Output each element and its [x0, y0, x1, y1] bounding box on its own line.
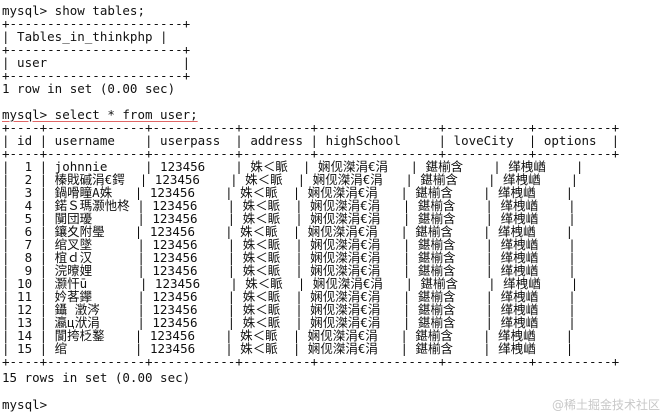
table-row: | 15 | 绾 | 123456 | 姝＜眽 | 娴伣滐涓€涓 | 鍖椾含 |…: [2, 341, 574, 356]
table-border: +----+-------------+-----------+--------…: [2, 120, 620, 135]
table-row: | 5 | 闃団瓇 | 123456 | 姝＜眽 | 娴伣滐涓€涓 | 鍖椾含 …: [2, 211, 576, 226]
table-row: | 4 | 鍩Ｓ瑪灏忚柊 | 123456 | 姝＜眽 | 娴伣滐涓€涓 | 鍖…: [2, 198, 576, 213]
watermark: @稀土掘金技术社区: [551, 398, 660, 412]
result-summary: 15 rows in set (0.00 sec): [2, 370, 191, 385]
table-row: | 11 | 妗茖鑻 | 123456 | 姝＜眽 | 娴伣滐涓€涓 | 鍖椾含…: [2, 289, 576, 304]
table-row: | 9 | 浣曢娌 | 123456 | 姝＜眽 | 娴伣滐涓€涓 | 鍖椾含 …: [2, 263, 576, 278]
result-summary: 1 row in set (0.00 sec): [2, 81, 176, 96]
table-border: +----+-------------+-----------+--------…: [2, 354, 620, 369]
table-row: | 8 | 椬ｄ汉 | 123456 | 姝＜眽 | 娴伣滐涓€涓 | 鍖椾含 …: [2, 250, 576, 265]
table-row: | 14 | 閬挎柉鐜 | 123456 | 姝＜眽 | 娴伣滐涓€涓 | 鍖椾…: [2, 328, 574, 343]
table-border: +-----------------------+: [2, 42, 191, 57]
table-row: | user |: [2, 55, 191, 70]
table-border: +-----------------------+: [2, 68, 191, 83]
table-header: | Tables_in_thinkphp |: [2, 29, 168, 44]
table-header: | id | username | userpass | address | h…: [2, 133, 620, 148]
table-border: +-----------------------+: [2, 16, 191, 31]
table-row: | 2 | 榛戝磩涓€鍔 | 123456 | 姝＜眽 | 娴伣滐涓€涓 | 鍖…: [2, 172, 579, 187]
table-row: | 12 | 鑷 澂涔 | 123456 | 姝＜眽 | 娴伣滐涓€涓 | 鍖椾…: [2, 302, 576, 317]
table-border: +----+-------------+-----------+--------…: [2, 146, 620, 161]
table-row: | 6 | 鑲夊附璺 | 123456 | 姝＜眽 | 娴伣滐涓€涓 | 鍖椾含…: [2, 224, 574, 239]
table-row: | 3 | 鍋嗗瞳A姝 | 123456 | 姝＜眽 | 娴伣滐涓€涓 | 鍖椾…: [2, 185, 574, 200]
command-line: mysql> show tables;: [2, 3, 145, 18]
table-row: | 1 | johnnie | 123456 | 姝＜眽 | 娴伣滐涓€涓 | …: [2, 159, 584, 174]
table-row: | 10 | 灏忓ū | 123456 | 姝＜眽 | 娴伣滐涓€涓 | 鍖椾含…: [2, 276, 579, 291]
command-prompt[interactable]: mysql>: [2, 397, 48, 412]
table-row: | 13 | 瀛ц洑涓 | 123456 | 姝＜眽 | 娴伣滐涓€涓 | 鍖椾…: [2, 315, 576, 330]
command-line: mysql> select * from user;: [2, 107, 198, 122]
table-row: | 7 | 绾叉墜 | 123456 | 姝＜眽 | 娴伣滐涓€涓 | 鍖椾含 …: [2, 237, 576, 252]
